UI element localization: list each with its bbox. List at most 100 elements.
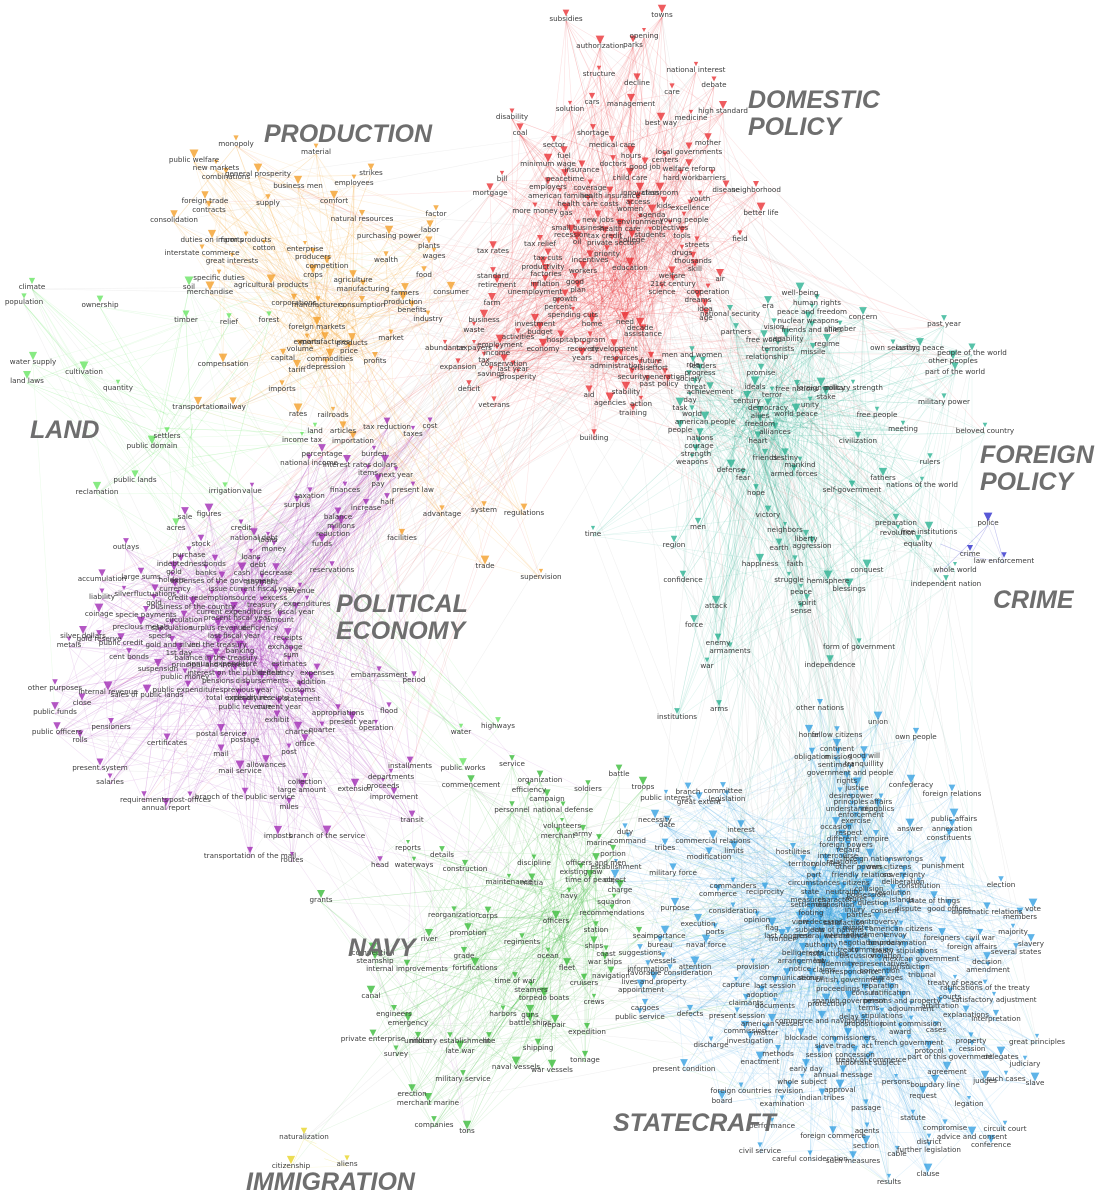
node-label: law enforcement bbox=[974, 556, 1035, 565]
graph-edge bbox=[496, 37, 645, 356]
graph-edge bbox=[83, 373, 462, 735]
graph-edge bbox=[222, 332, 336, 367]
graph-edge bbox=[609, 157, 632, 303]
graph-edge bbox=[211, 153, 317, 243]
graph-edge bbox=[811, 313, 828, 347]
node-label: public works bbox=[440, 763, 485, 772]
graph-edge bbox=[293, 304, 359, 358]
graph-edge bbox=[565, 20, 707, 321]
node-label: money bbox=[262, 544, 287, 553]
graph-edge bbox=[325, 360, 331, 370]
graph-edge bbox=[692, 86, 715, 264]
graph-edge bbox=[157, 427, 316, 434]
graph-edge bbox=[603, 285, 709, 295]
node-label: depression bbox=[306, 362, 345, 371]
graph-edge bbox=[697, 112, 724, 303]
node-label: strikes bbox=[359, 168, 383, 177]
node-label: military strength bbox=[823, 383, 883, 392]
graph-edge bbox=[468, 304, 644, 392]
graph-edge bbox=[588, 269, 631, 398]
graph-edge bbox=[519, 134, 566, 182]
node-label: chamber bbox=[824, 324, 856, 333]
graph-edge bbox=[760, 374, 798, 392]
graph-edge bbox=[282, 343, 308, 361]
node-label: college bbox=[619, 235, 645, 244]
graph-edge bbox=[587, 205, 596, 315]
graph-edge bbox=[673, 304, 818, 548]
graph-edge bbox=[630, 314, 652, 364]
graph-edge bbox=[225, 178, 486, 569]
graph-edge bbox=[312, 220, 363, 278]
graph-edge bbox=[534, 325, 642, 407]
node-label: surplus bbox=[284, 500, 310, 509]
graph-edge bbox=[629, 105, 632, 271]
node-label: manufacturers bbox=[292, 300, 345, 309]
node-label: nations of the world bbox=[886, 480, 958, 489]
graph-edge bbox=[473, 16, 663, 351]
graph-edge bbox=[496, 146, 613, 288]
graph-edge bbox=[232, 371, 298, 410]
node-label: advantage bbox=[423, 509, 462, 518]
graph-edge bbox=[599, 197, 611, 314]
graph-edge bbox=[312, 276, 354, 444]
graph-edge bbox=[32, 363, 136, 483]
node-label: whole world bbox=[933, 565, 976, 574]
graph-edge bbox=[211, 153, 317, 243]
graph-edge bbox=[553, 146, 620, 272]
graph-edge bbox=[542, 229, 579, 352]
graph-edge bbox=[175, 423, 194, 531]
graph-edge bbox=[592, 134, 727, 193]
graph-edge bbox=[297, 187, 430, 249]
node-label: good job bbox=[629, 162, 661, 171]
graph-edge bbox=[197, 304, 295, 410]
graph-edge bbox=[557, 20, 567, 310]
node-label: police bbox=[977, 518, 999, 527]
graph-edge bbox=[534, 212, 591, 343]
graph-edge bbox=[501, 180, 599, 223]
graph-edge bbox=[598, 75, 640, 271]
graph-edge bbox=[606, 241, 633, 257]
graph-edge bbox=[564, 300, 707, 321]
graph-edge bbox=[204, 153, 317, 204]
node-label: spending cuts bbox=[548, 310, 599, 319]
graph-edge bbox=[517, 291, 579, 380]
graph-edge bbox=[542, 268, 562, 343]
graph-edge bbox=[643, 37, 666, 163]
graph-edge bbox=[866, 349, 921, 573]
graph-edge bbox=[293, 304, 376, 364]
graph-edge bbox=[706, 402, 748, 669]
graph-edge bbox=[729, 315, 779, 352]
node-label: more money bbox=[512, 206, 558, 215]
graph-edge bbox=[604, 161, 666, 239]
graph-edge bbox=[231, 262, 443, 517]
graph-edge bbox=[826, 345, 829, 584]
graph-edge bbox=[320, 202, 335, 351]
node-label: mortgage bbox=[472, 188, 508, 197]
graph-edge bbox=[231, 215, 437, 264]
node-label: natural resources bbox=[331, 214, 394, 223]
graph-edge bbox=[615, 298, 650, 369]
graph-edge bbox=[544, 285, 641, 371]
node-label: finances bbox=[330, 485, 360, 494]
graph-edge bbox=[444, 313, 650, 351]
node-label: confidence bbox=[663, 575, 703, 584]
graph-edge bbox=[542, 194, 641, 270]
graph-edge bbox=[232, 320, 429, 410]
graph-edge bbox=[560, 191, 727, 343]
graph-edge bbox=[342, 294, 406, 434]
graph-edge bbox=[799, 330, 841, 468]
graph-edge bbox=[694, 388, 797, 417]
graph-edge bbox=[569, 110, 584, 352]
graph-edge bbox=[702, 304, 818, 369]
graph-edge bbox=[31, 288, 176, 416]
graph-edge bbox=[547, 165, 591, 263]
node-label: income tax bbox=[282, 435, 323, 444]
graph-edge bbox=[682, 374, 701, 583]
graph-edge bbox=[245, 241, 363, 308]
node-label: concern bbox=[849, 312, 878, 321]
graph-edge bbox=[197, 306, 319, 410]
graph-edge bbox=[374, 276, 425, 364]
node-label: competition bbox=[306, 261, 349, 270]
graph-edge bbox=[651, 216, 698, 248]
